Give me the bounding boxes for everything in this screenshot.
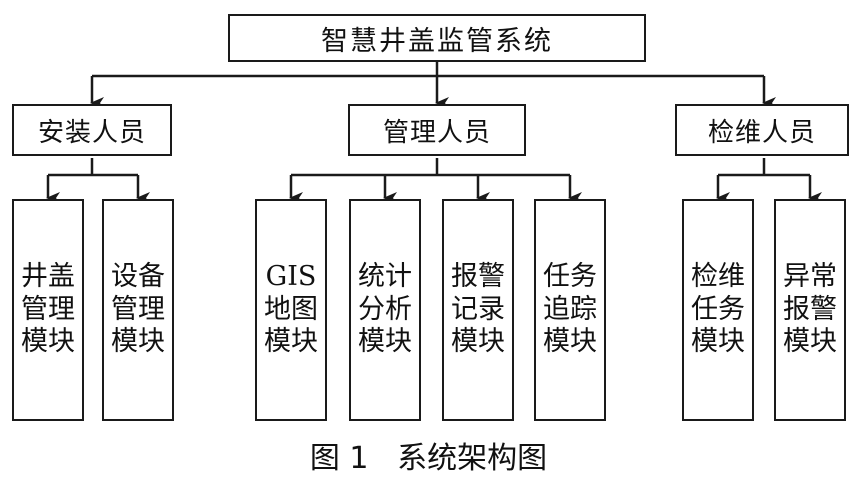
module-box-abnormal-alarm: 异常报警模块 [774,199,846,421]
root-system-box: 智慧井盖监管系统 [228,14,646,62]
module-label: 异常报警模块 [783,261,837,358]
role-label: 检维人员 [707,117,816,148]
module-box-manhole-cover: 井盖管理模块 [12,199,84,421]
module-box-gis-map: GIS 地图模块 [255,199,327,421]
role-box-install: 安装人员 [12,104,172,156]
manager-role-connector [289,158,582,204]
module-box-statistics: 统计分析模块 [349,199,421,421]
module-label: 报警记录模块 [451,261,505,358]
module-box-alarm-records: 报警记录模块 [442,199,514,421]
module-label: 设备管理模块 [111,261,165,358]
module-label: 检维任务模块 [691,261,745,358]
maintenance-role-connector [716,158,822,204]
role-box-manager: 管理人员 [348,104,526,156]
role-label: 管理人员 [382,117,491,148]
module-label: 统计分析模块 [358,261,412,358]
role-box-maintenance: 检维人员 [675,104,849,156]
module-label: 井盖管理模块 [21,261,75,358]
module-box-task-tracking: 任务追踪模块 [534,199,606,421]
module-label: 任务追踪模块 [543,261,597,358]
module-box-maintenance-task: 检维任务模块 [682,199,754,421]
module-label: GIS 地图模块 [264,261,318,358]
install-role-connector [46,158,150,204]
figure-caption: 图 1 系统架构图 [309,441,548,476]
role-label: 安装人员 [37,117,146,148]
module-box-device: 设备管理模块 [102,199,174,421]
root-system-label: 智慧井盖监管系统 [321,25,553,57]
root-connector [90,60,776,109]
